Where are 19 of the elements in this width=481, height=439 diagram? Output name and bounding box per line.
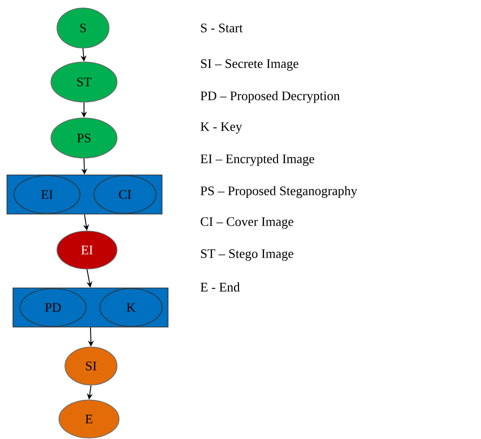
ellipse-node: CI — [94, 175, 156, 214]
ellipse-node: K — [100, 288, 162, 327]
legend-text: PD – Proposed Decryption — [200, 91, 340, 103]
ellipse-node: E — [58, 400, 120, 438]
legend-text: EI – Encrypted Image — [200, 154, 314, 166]
ellipse-node: S — [56, 8, 110, 48]
ellipse-node: SI — [64, 346, 118, 386]
legend-text: SI – Secrete Image — [201, 59, 298, 71]
ellipse-node: EI — [14, 175, 80, 214]
legend-text: PS – Proposed Steganography — [200, 186, 358, 198]
legend-text: ST – Stego Image — [201, 249, 294, 261]
legend-text: E - End — [200, 282, 240, 292]
ellipse-node: ST — [50, 62, 118, 102]
ellipse-node: PS — [50, 118, 118, 158]
ellipse-node: PD — [20, 288, 86, 327]
legend-text: CI – Cover Image — [200, 217, 294, 229]
ellipse-node: EI — [56, 230, 118, 270]
legend-text: K - Key — [200, 122, 242, 134]
legend-text: S - Start — [201, 24, 243, 32]
